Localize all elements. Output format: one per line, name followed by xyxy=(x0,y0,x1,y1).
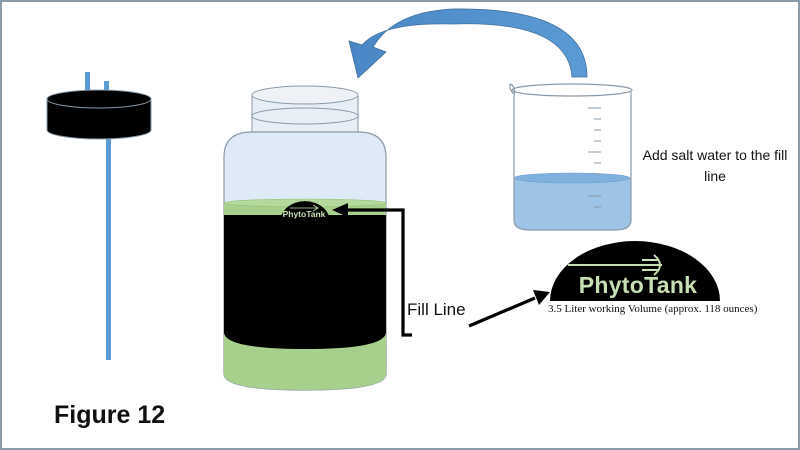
callout-connector xyxy=(468,296,536,328)
cap-top xyxy=(46,89,152,109)
beaker-water-surface xyxy=(513,172,631,184)
fill-line-connector xyxy=(347,208,412,337)
callout-arrowhead xyxy=(533,290,550,305)
beaker xyxy=(509,83,633,231)
tank-cap-assembly xyxy=(46,72,152,360)
phytotank-jar xyxy=(223,85,387,391)
large-logo-dome xyxy=(550,241,720,301)
cap-body xyxy=(46,98,152,140)
large-logo xyxy=(550,241,720,301)
volume-note: 3.5 Liter working Volume (approx. 118 ou… xyxy=(548,303,758,315)
air-tube-long xyxy=(106,136,111,360)
jar-neck-top xyxy=(251,85,359,105)
black-liner xyxy=(224,215,386,349)
small-logo-trident-head xyxy=(312,204,319,212)
small-logo-text: PhytoTank xyxy=(282,209,326,219)
beaker-graduations xyxy=(588,107,601,208)
air-tube-right-stub xyxy=(104,81,109,94)
pour-arrow xyxy=(348,8,588,79)
beaker-spout xyxy=(509,83,515,95)
jar-neck-band xyxy=(251,107,359,125)
large-logo-text: PhytoTank xyxy=(578,272,698,298)
air-tube-left-stub xyxy=(85,72,90,94)
small-logo-dome xyxy=(280,201,330,222)
beaker-rim xyxy=(511,83,633,97)
fill-line-arrowhead xyxy=(332,203,348,217)
fill-line-label: Fill Line xyxy=(407,300,466,319)
large-logo-trident-head xyxy=(653,254,661,276)
figure-label: Figure 12 xyxy=(54,401,166,429)
beaker-water xyxy=(514,178,631,230)
instruction-text: Add salt water to the fill line xyxy=(642,147,788,184)
